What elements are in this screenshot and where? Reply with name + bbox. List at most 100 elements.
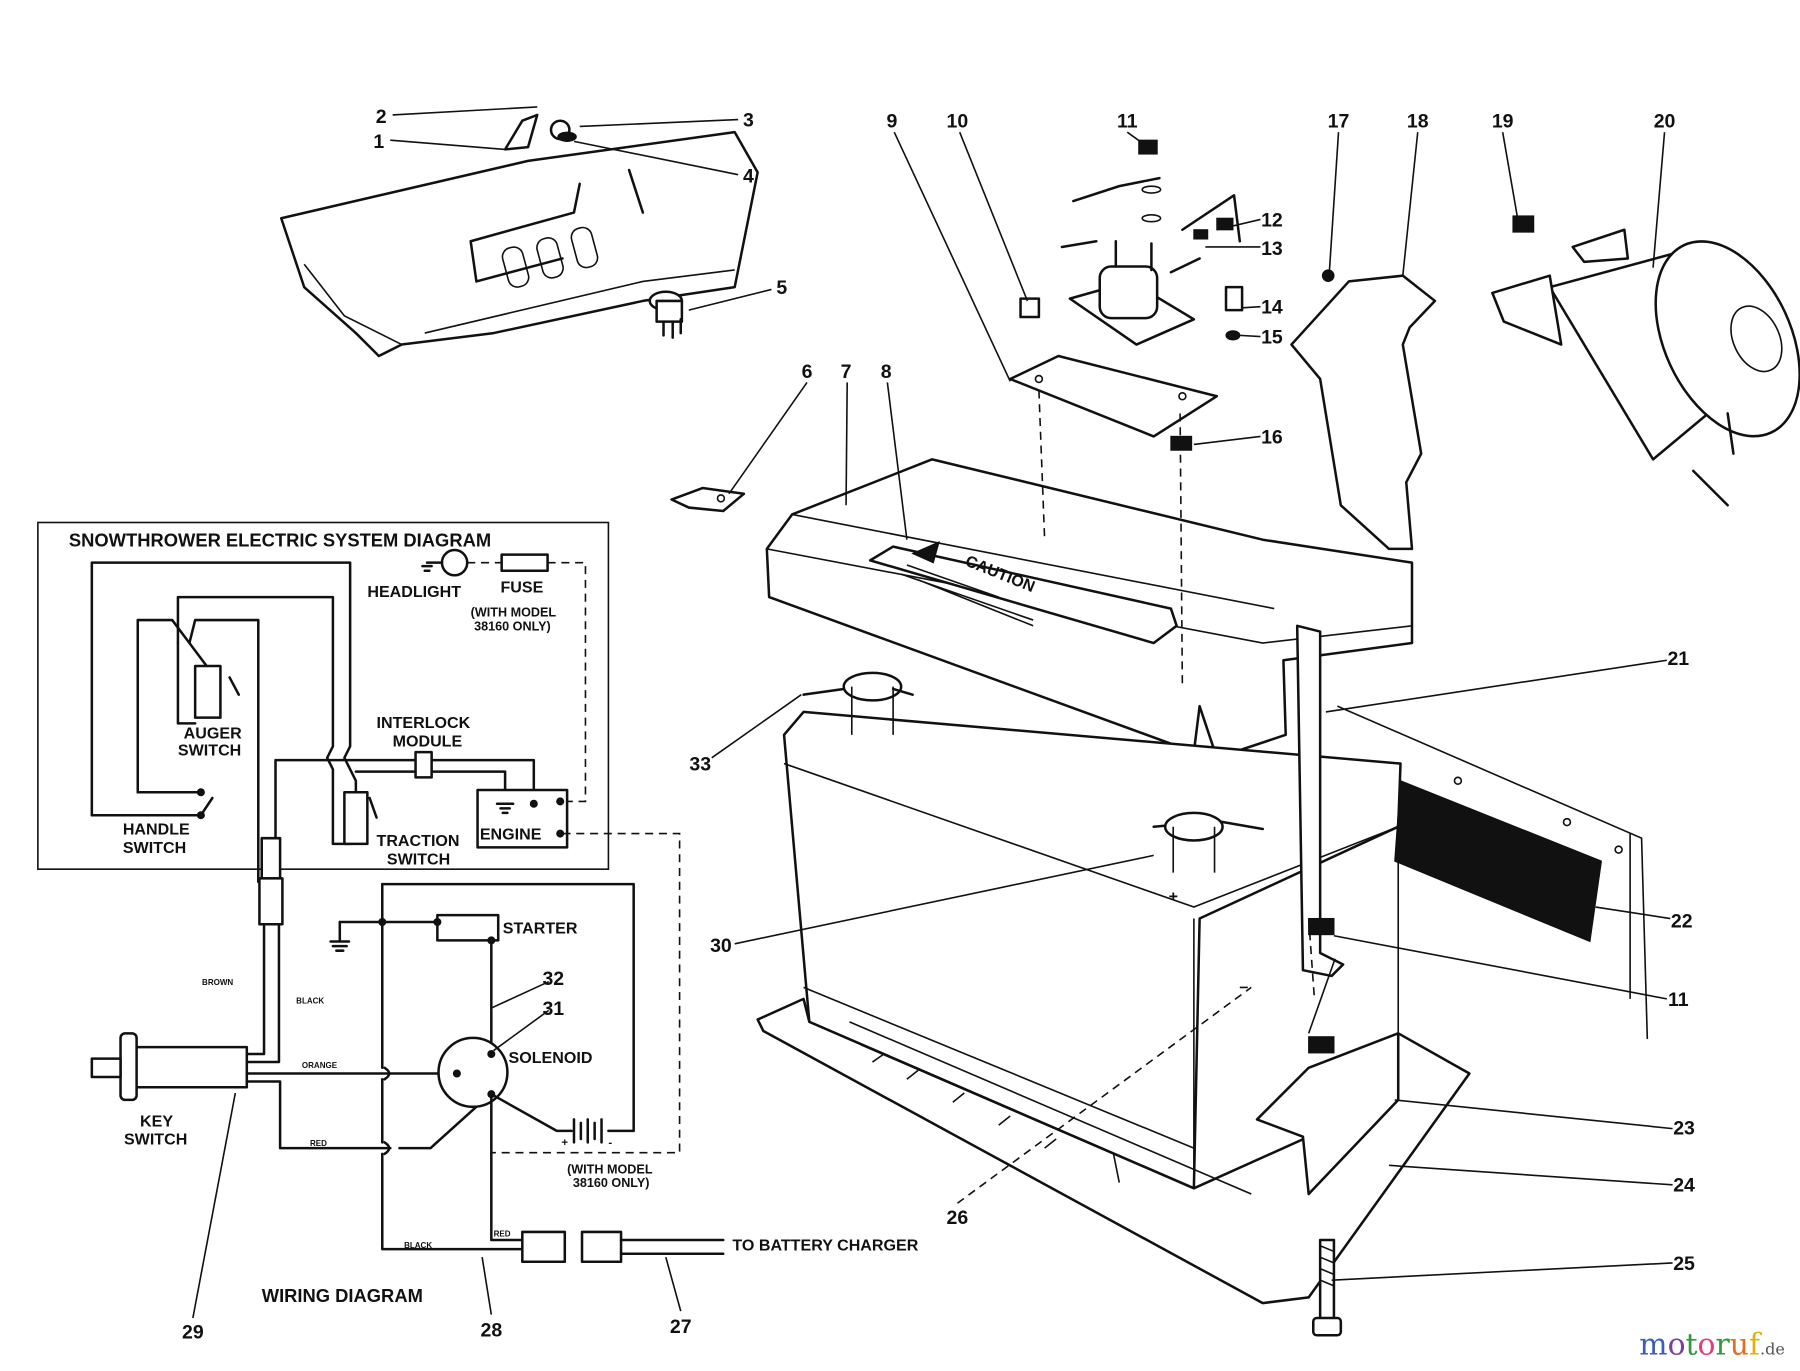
battery-minus-label: - xyxy=(608,1137,612,1149)
traction-switch-label-2: SWITCH xyxy=(387,851,450,869)
solenoid-assembly xyxy=(1008,139,1244,451)
callout-leader-line xyxy=(958,131,1029,302)
auger-switch-label-2: SWITCH xyxy=(178,742,241,760)
callout-number: 27 xyxy=(670,1316,692,1338)
callout-leader-line xyxy=(192,1092,237,1319)
callout-leader-line xyxy=(493,1009,550,1052)
callout-number: 8 xyxy=(881,361,892,383)
bracket-tab xyxy=(670,486,746,513)
callout-number: 20 xyxy=(1654,111,1676,133)
solenoid-label: SOLENOID xyxy=(509,1049,593,1067)
callout-number: 17 xyxy=(1328,111,1350,133)
callout-leader-line xyxy=(665,1256,682,1312)
callout-leader-line xyxy=(1328,132,1340,273)
callout-leader-line xyxy=(845,382,848,506)
callout-number: 2 xyxy=(376,106,387,128)
callout-number: 16 xyxy=(1261,426,1283,448)
callout-leader-line xyxy=(579,118,739,128)
key-switch-label-1: KEY xyxy=(140,1112,173,1130)
callout-number: 18 xyxy=(1407,111,1429,133)
callout-number: 25 xyxy=(1673,1253,1695,1275)
callout-leader-line xyxy=(1333,934,1667,1000)
auger-switch-label-1: AUGER xyxy=(184,724,242,742)
electric-diagram-title: SNOWTHROWER ELECTRIC SYSTEM DIAGRAM xyxy=(69,530,491,551)
wire-label-brown: BROWN xyxy=(202,978,233,987)
callout-leader-line xyxy=(490,980,550,1009)
wire-label-black-2: BLACK xyxy=(404,1241,432,1250)
callout-number: 4 xyxy=(743,166,754,188)
battery-plus-sign: + xyxy=(1169,887,1178,905)
callout-number: 1 xyxy=(373,131,384,153)
headlight-label: HEADLIGHT xyxy=(367,583,461,601)
callout-number: 15 xyxy=(1261,326,1283,348)
callout-number: 12 xyxy=(1261,209,1283,231)
fuse-note-1: (WITH MODEL xyxy=(471,606,557,620)
key-switch-label-2: SWITCH xyxy=(124,1131,187,1149)
battery-plus-label: + xyxy=(561,1137,568,1149)
watermark-logo: motoruf.de xyxy=(1639,1328,1785,1363)
callout-number: 28 xyxy=(480,1319,502,1341)
callout-number: 13 xyxy=(1261,238,1283,260)
callout-leader-line xyxy=(1402,132,1419,276)
watermark-letter: f xyxy=(1749,1328,1762,1363)
wiring-diagram-title: WIRING DIAGRAM xyxy=(262,1285,423,1306)
dash-panel xyxy=(279,113,759,358)
callout-number: 24 xyxy=(1673,1175,1695,1197)
electric-system-diagram: SNOWTHROWER ELECTRIC SYSTEM DIAGRAM HEAD… xyxy=(37,521,681,1154)
watermark-letter: o xyxy=(1668,1328,1686,1363)
engine-label: ENGINE xyxy=(480,825,542,843)
callout-leader-line xyxy=(1239,334,1261,338)
callout-leader-line xyxy=(728,381,808,495)
watermark-suffix: .de xyxy=(1760,1340,1785,1359)
watermark-letter: t xyxy=(1686,1328,1698,1363)
callout-leader-line xyxy=(1242,305,1261,309)
starter-label: STARTER xyxy=(503,919,578,937)
side-panel xyxy=(1337,705,1649,1040)
handle-switch-label-2: SWITCH xyxy=(123,839,186,857)
callout-number: 21 xyxy=(1667,648,1689,670)
callout-number: 32 xyxy=(542,968,564,990)
callout-leader-line xyxy=(1331,1262,1673,1281)
callout-leader-line xyxy=(573,140,739,176)
wire-label-black: BLACK xyxy=(296,996,324,1005)
callout-leader-line xyxy=(1652,132,1666,268)
callout-leader-line xyxy=(734,854,1154,945)
watermark-letter: u xyxy=(1730,1328,1749,1363)
starter-motor xyxy=(1491,215,1800,507)
wiring-diagram: STARTER SOLENOID KEY SWITCH (WITH MODEL … xyxy=(90,836,919,1306)
callout-leader-line xyxy=(711,694,802,759)
traction-switch-label-1: TRACTION xyxy=(377,832,460,850)
interlock-module-label-2: MODULE xyxy=(393,732,463,750)
to-battery-charger-label: TO BATTERY CHARGER xyxy=(732,1236,918,1254)
watermark-letter: r xyxy=(1716,1328,1731,1363)
callout-leader-line xyxy=(886,382,908,540)
fuse-note-2: 38160 ONLY) xyxy=(474,619,551,633)
callout-number: 14 xyxy=(1261,297,1283,319)
wire-label-red: RED xyxy=(310,1139,327,1148)
wire-label-red-2: RED xyxy=(494,1230,511,1239)
callout-number: 30 xyxy=(710,935,732,957)
watermark-letter: m xyxy=(1639,1328,1667,1363)
callout-leader-line xyxy=(481,1257,493,1315)
fuse-label: FUSE xyxy=(501,579,544,597)
callout-leader-line xyxy=(1388,1164,1673,1186)
svg-text:motoruf.de: motoruf.de xyxy=(1639,1328,1785,1363)
mounting-bracket xyxy=(1290,274,1437,551)
callout-leader-line xyxy=(390,139,506,151)
callout-number: 22 xyxy=(1671,911,1693,933)
callout-number: 10 xyxy=(947,111,969,133)
callout-number: 5 xyxy=(776,277,787,299)
callout-number: 19 xyxy=(1492,111,1514,133)
callout-number: 9 xyxy=(887,111,898,133)
callout-leader-line xyxy=(1394,1099,1673,1130)
callout-number: 11 xyxy=(1117,111,1138,133)
callout-leader-line xyxy=(1193,435,1261,446)
watermark-letter: o xyxy=(1698,1328,1716,1363)
callout-number: 31 xyxy=(542,998,564,1020)
battery-note-2: 38160 ONLY) xyxy=(573,1176,650,1190)
callout-number: 3 xyxy=(743,109,754,131)
callout-leader-line xyxy=(956,986,1252,1204)
callout-leader-line xyxy=(1126,131,1149,148)
